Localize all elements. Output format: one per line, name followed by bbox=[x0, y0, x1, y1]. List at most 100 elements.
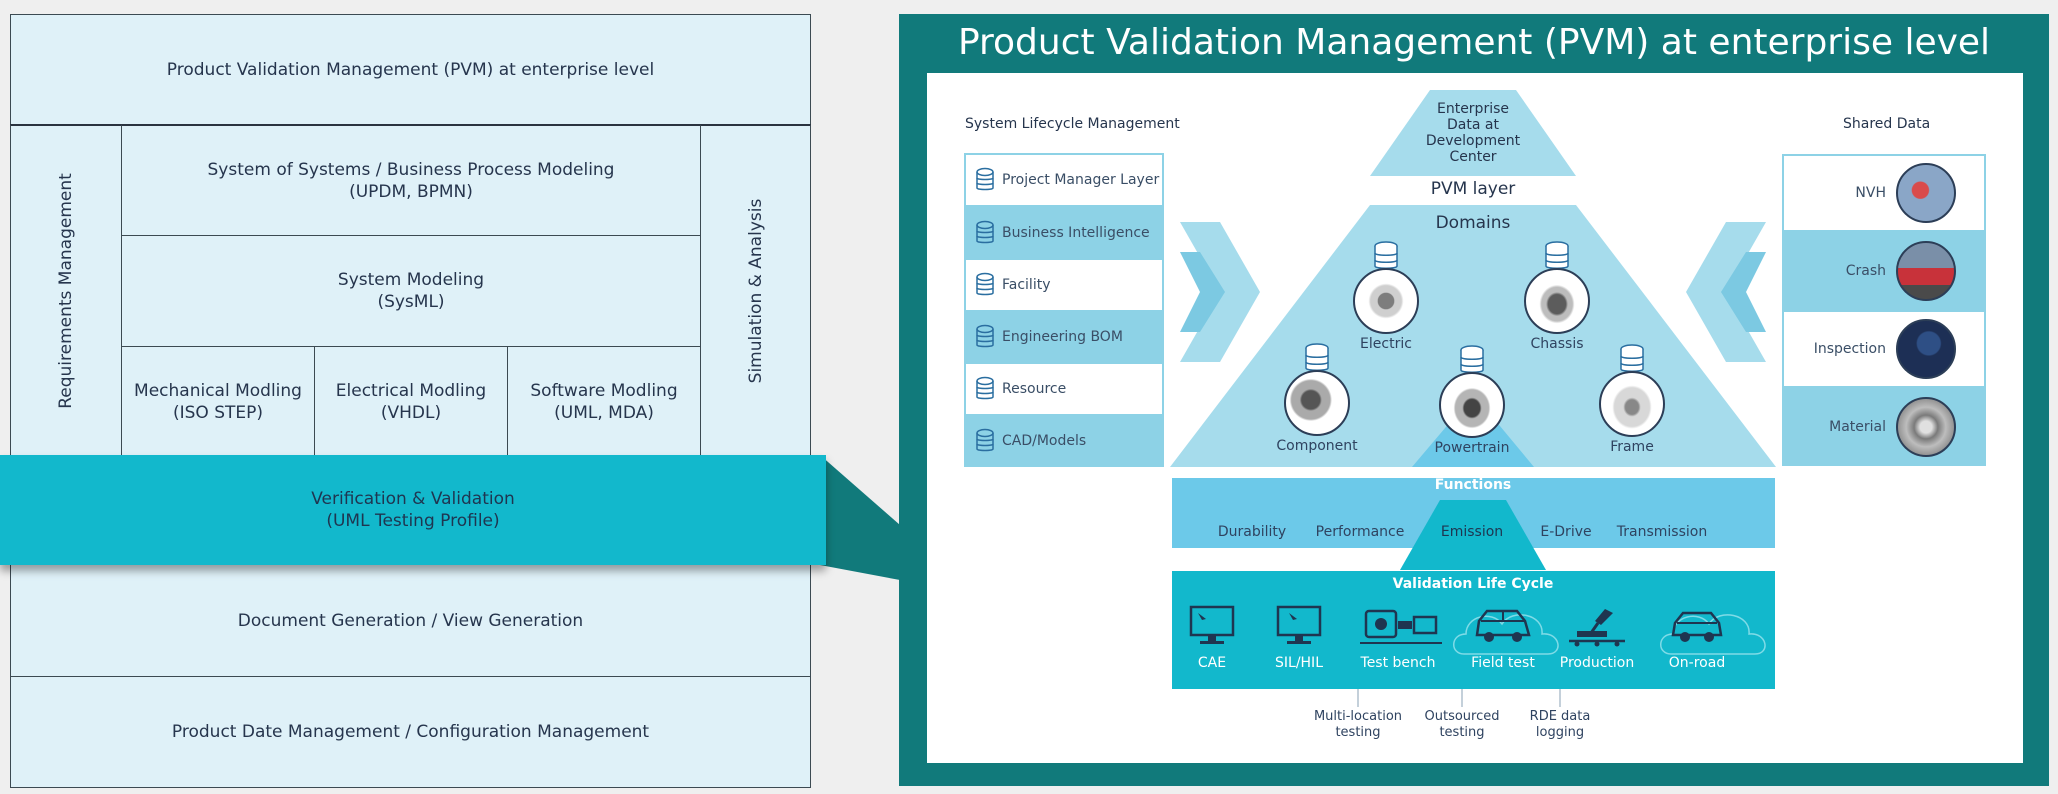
enterprise-line: Center bbox=[1449, 149, 1497, 165]
note-line: logging bbox=[1535, 725, 1585, 740]
validation-label: On-road bbox=[1668, 655, 1726, 671]
database-icon bbox=[976, 272, 994, 296]
list-item-label: Engineering BOM bbox=[1002, 329, 1123, 345]
note-outsourced: Outsourced testing bbox=[1407, 709, 1517, 741]
verification-validation-standard: (UML Testing Profile) bbox=[326, 511, 500, 531]
list-item-project-manager: Project Manager Layer bbox=[966, 155, 1162, 205]
system-modeling-label: System Modeling bbox=[337, 270, 485, 290]
shared-item-label: NVH bbox=[1855, 185, 1886, 201]
validation-cae: CAE bbox=[1172, 605, 1252, 671]
list-item-label: Facility bbox=[1002, 277, 1051, 293]
function-transmission: Transmission bbox=[1616, 524, 1708, 540]
domain-label: Electric bbox=[1360, 336, 1412, 352]
list-item-cad-models: CAD/Models bbox=[966, 416, 1162, 466]
electrical-modeling-box: Electrical Modling (VHDL) bbox=[314, 346, 508, 458]
domain-label: Component bbox=[1276, 438, 1358, 454]
shared-data-list: NVH Crash Inspection Material bbox=[1782, 154, 1986, 466]
validation-label: CAE bbox=[1197, 655, 1227, 671]
shared-item-label: Material bbox=[1829, 419, 1886, 435]
shared-item-inspection: Inspection bbox=[1784, 312, 1984, 386]
domains-title: Domains bbox=[1435, 213, 1511, 233]
list-item-label: Resource bbox=[1002, 381, 1067, 397]
document-generation-label: Document Generation / View Generation bbox=[237, 611, 584, 631]
verification-validation-band: Verification & Validation (UML Testing P… bbox=[0, 455, 826, 565]
domain-powertrain: Powertrain bbox=[1422, 344, 1522, 456]
frame-image bbox=[1599, 371, 1665, 437]
enterprise-line: Data at bbox=[1447, 117, 1499, 133]
list-item-label: Project Manager Layer bbox=[1002, 172, 1160, 188]
note-line: testing bbox=[1335, 725, 1381, 740]
functions-title: Functions bbox=[1434, 477, 1512, 493]
function-performance: Performance bbox=[1315, 524, 1405, 540]
car-icon bbox=[1671, 611, 1723, 642]
list-item-business-intelligence: Business Intelligence bbox=[966, 208, 1162, 258]
list-item-label: Business Intelligence bbox=[1002, 225, 1150, 241]
arrow-right-icon bbox=[1180, 222, 1260, 362]
shared-item-nvh: NVH bbox=[1784, 156, 1984, 230]
electrical-modeling-label: Electrical Modling bbox=[335, 381, 487, 401]
domain-label: Powertrain bbox=[1434, 440, 1510, 456]
simulation-analysis-label: Simulation & Analysis bbox=[745, 198, 766, 383]
requirements-management-label: Requirements Management bbox=[56, 172, 76, 409]
list-item-engineering-bom: Engineering BOM bbox=[966, 312, 1162, 362]
chassis-image bbox=[1524, 268, 1590, 334]
product-data-management-box: Product Date Management / Configuration … bbox=[10, 676, 811, 788]
crash-image bbox=[1896, 241, 1956, 301]
software-modeling-box: Software Modling (UML, MDA) bbox=[507, 346, 701, 458]
zoom-connector bbox=[820, 455, 900, 580]
validation-label: Test bench bbox=[1360, 655, 1436, 671]
pvm-enterprise-label: Product Validation Management (PVM) at e… bbox=[166, 60, 655, 80]
monitor-icon bbox=[1276, 605, 1322, 644]
database-icon bbox=[976, 324, 994, 348]
robot-arm-icon bbox=[1569, 609, 1625, 647]
function-e-drive: E-Drive bbox=[1540, 524, 1592, 540]
nvh-image bbox=[1896, 163, 1956, 223]
powertrain-image bbox=[1439, 372, 1505, 438]
validation-sil-hil: SIL/HIL bbox=[1259, 605, 1339, 671]
note-line: testing bbox=[1439, 725, 1485, 740]
monitor-icon bbox=[1189, 605, 1235, 644]
validation-label: SIL/HIL bbox=[1275, 655, 1323, 671]
database-icon bbox=[1620, 344, 1644, 372]
functions-trapezoid bbox=[1400, 500, 1546, 570]
enterprise-label: Enterprise Data at Development Center bbox=[1400, 101, 1546, 165]
domain-chassis: Chassis bbox=[1507, 240, 1607, 352]
database-icon bbox=[976, 167, 994, 191]
note-line: Outsourced bbox=[1424, 709, 1500, 724]
product-data-management-label: Product Date Management / Configuration … bbox=[171, 722, 650, 742]
shared-item-crash: Crash bbox=[1784, 234, 1984, 308]
engine-icon bbox=[1360, 609, 1442, 644]
pvm-panel-title: Product Validation Management (PVM) at e… bbox=[957, 22, 1991, 63]
validation-production: Production bbox=[1557, 605, 1637, 671]
list-item-facility: Facility bbox=[966, 260, 1162, 310]
system-lifecycle-list: Project Manager Layer Business Intellige… bbox=[964, 153, 1164, 467]
system-modeling-box: System Modeling (SysML) bbox=[121, 235, 701, 347]
system-modeling-standard: (SysML) bbox=[377, 292, 445, 312]
database-icon bbox=[976, 428, 994, 452]
document-generation-box: Document Generation / View Generation bbox=[10, 564, 811, 678]
electric-image bbox=[1353, 268, 1419, 334]
database-icon bbox=[1460, 345, 1484, 373]
note-line: Multi-location bbox=[1313, 709, 1403, 724]
domain-label: Chassis bbox=[1530, 336, 1584, 352]
shared-item-material: Material bbox=[1784, 390, 1984, 464]
shared-item-label: Inspection bbox=[1813, 341, 1886, 357]
software-modeling-standard: (UML, MDA) bbox=[554, 403, 654, 423]
enterprise-line: Development bbox=[1425, 133, 1521, 149]
shared-data-header: Shared Data bbox=[1843, 116, 1931, 132]
note-connectors bbox=[1357, 689, 1561, 707]
function-emission: Emission bbox=[1440, 524, 1504, 540]
validation-title: Validation Life Cycle bbox=[1392, 576, 1554, 592]
requirements-management-box: Requirements Management bbox=[10, 124, 122, 456]
domain-component: Component bbox=[1267, 342, 1367, 454]
domain-label: Frame bbox=[1610, 439, 1654, 455]
validation-test-bench: Test bench bbox=[1358, 605, 1442, 671]
enterprise-line: Enterprise bbox=[1436, 101, 1510, 117]
suv-icon bbox=[1475, 609, 1531, 642]
sos-modeling-box: System of Systems / Business Process Mod… bbox=[121, 124, 701, 236]
validation-label: Field test bbox=[1471, 655, 1535, 671]
note-multi-location: Multi-location testing bbox=[1303, 709, 1413, 741]
mechanical-modeling-label: Mechanical Modling bbox=[134, 381, 302, 401]
database-icon bbox=[976, 376, 994, 400]
simulation-analysis-box: Simulation & Analysis bbox=[700, 124, 811, 456]
